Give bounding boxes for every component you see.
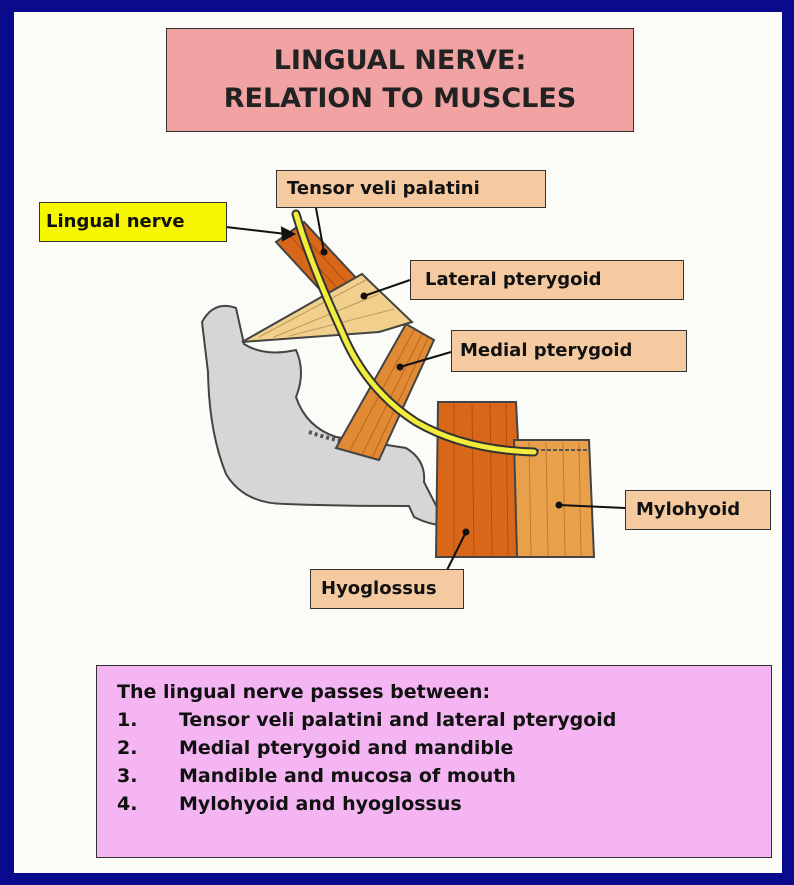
summary-item-number: 1. [117, 706, 179, 734]
label-lateral-pterygoid: Lateral pterygoid [410, 260, 684, 300]
label-tensor-veli-palatini: Tensor veli palatini [276, 170, 546, 208]
label-hyoglossus: Hyoglossus [310, 569, 464, 609]
summary-item-number: 2. [117, 734, 179, 762]
summary-item: 2. Medial pterygoid and mandible [117, 734, 771, 762]
summary-item-number: 4. [117, 790, 179, 818]
mylohyoid-muscle [514, 440, 594, 557]
summary-item-text: Mylohyoid and hyoglossus [179, 790, 462, 818]
summary-item-text: Mandible and mucosa of mouth [179, 762, 516, 790]
slide: LINGUAL NERVE: RELATION TO MUSCLES [14, 12, 782, 873]
summary-item: 3. Mandible and mucosa of mouth [117, 762, 771, 790]
label-lingual-nerve: Lingual nerve [39, 202, 227, 242]
hyoglossus-muscle [436, 402, 524, 557]
label-mylohyoid: Mylohyoid [625, 490, 771, 530]
summary-item: 4. Mylohyoid and hyoglossus [117, 790, 771, 818]
summary-item-text: Medial pterygoid and mandible [179, 734, 513, 762]
summary-heading: The lingual nerve passes between: [117, 678, 771, 706]
summary-item-text: Tensor veli palatini and lateral pterygo… [179, 706, 616, 734]
summary-box: The lingual nerve passes between: 1. Ten… [96, 665, 772, 858]
leader-lingual-nerve [226, 227, 286, 234]
summary-item-number: 3. [117, 762, 179, 790]
summary-item: 1. Tensor veli palatini and lateral pter… [117, 706, 771, 734]
label-medial-pterygoid: Medial pterygoid [451, 330, 687, 372]
